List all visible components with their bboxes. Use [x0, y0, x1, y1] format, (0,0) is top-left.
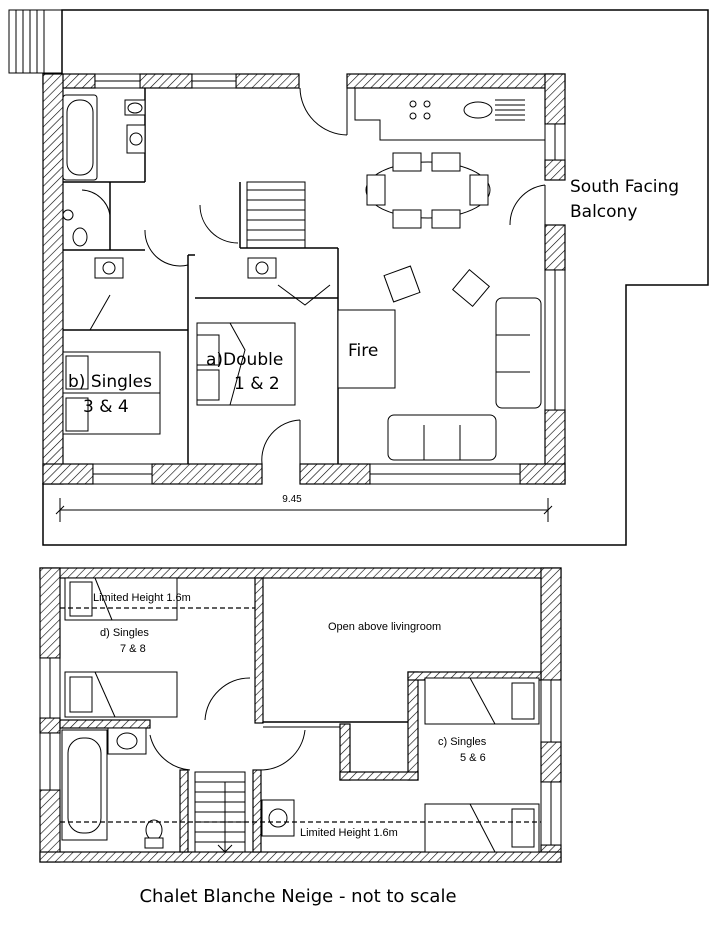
fireplace [337, 309, 396, 389]
upper-windows [39, 657, 562, 846]
dining-table [365, 152, 491, 229]
upper-beds [64, 577, 540, 853]
ground-floor-walls [42, 73, 566, 485]
room-b-label-line2: 3 & 4 [83, 397, 129, 417]
balcony-label-line1: South Facing [570, 177, 679, 197]
upper-doors [149, 677, 306, 771]
kitchen [354, 88, 545, 141]
room-a-label-line1: a)Double [206, 350, 283, 370]
ground-floor-plan: 9.45 South Facing Balcony Fire a)Double … [8, 9, 709, 546]
dimension-line [55, 498, 553, 522]
room-d-label-line2: 7 & 8 [120, 643, 146, 655]
dimension-label: 9.45 [282, 494, 302, 505]
upper-floor-walls [39, 567, 562, 863]
open-above-label: Open above livingroom [328, 621, 441, 633]
room-c-label-line2: 5 & 6 [460, 752, 486, 764]
balcony-label-line2: Balcony [570, 202, 637, 222]
limited-height-bottom-label: Limited Height 1.6m [300, 827, 398, 839]
upper-stair [194, 771, 246, 853]
room-b-label-line1: b) Singles [68, 372, 152, 392]
room-d-label-line1: d) Singles [100, 627, 149, 639]
ground-bathroom [62, 94, 277, 279]
limited-height-top-label: Limited Height 1.6m [93, 592, 191, 604]
room-c-label-line1: c) Singles [438, 736, 487, 748]
exterior-stair [8, 9, 63, 74]
living-room-furniture [337, 265, 542, 461]
upper-bathroom [61, 727, 295, 849]
ground-windows [92, 73, 566, 485]
fire-label: Fire [348, 341, 378, 361]
ground-doors [81, 87, 546, 465]
ground-bedrooms [62, 265, 331, 435]
ground-interior-stair [246, 181, 306, 249]
upper-floor-plan: Limited Height 1.6m d) Singles 7 & 8 Ope… [39, 567, 562, 863]
balcony-outline [42, 9, 709, 546]
plan-caption: Chalet Blanche Neige - not to scale [139, 886, 456, 907]
room-a-label-line2: 1 & 2 [234, 374, 280, 394]
